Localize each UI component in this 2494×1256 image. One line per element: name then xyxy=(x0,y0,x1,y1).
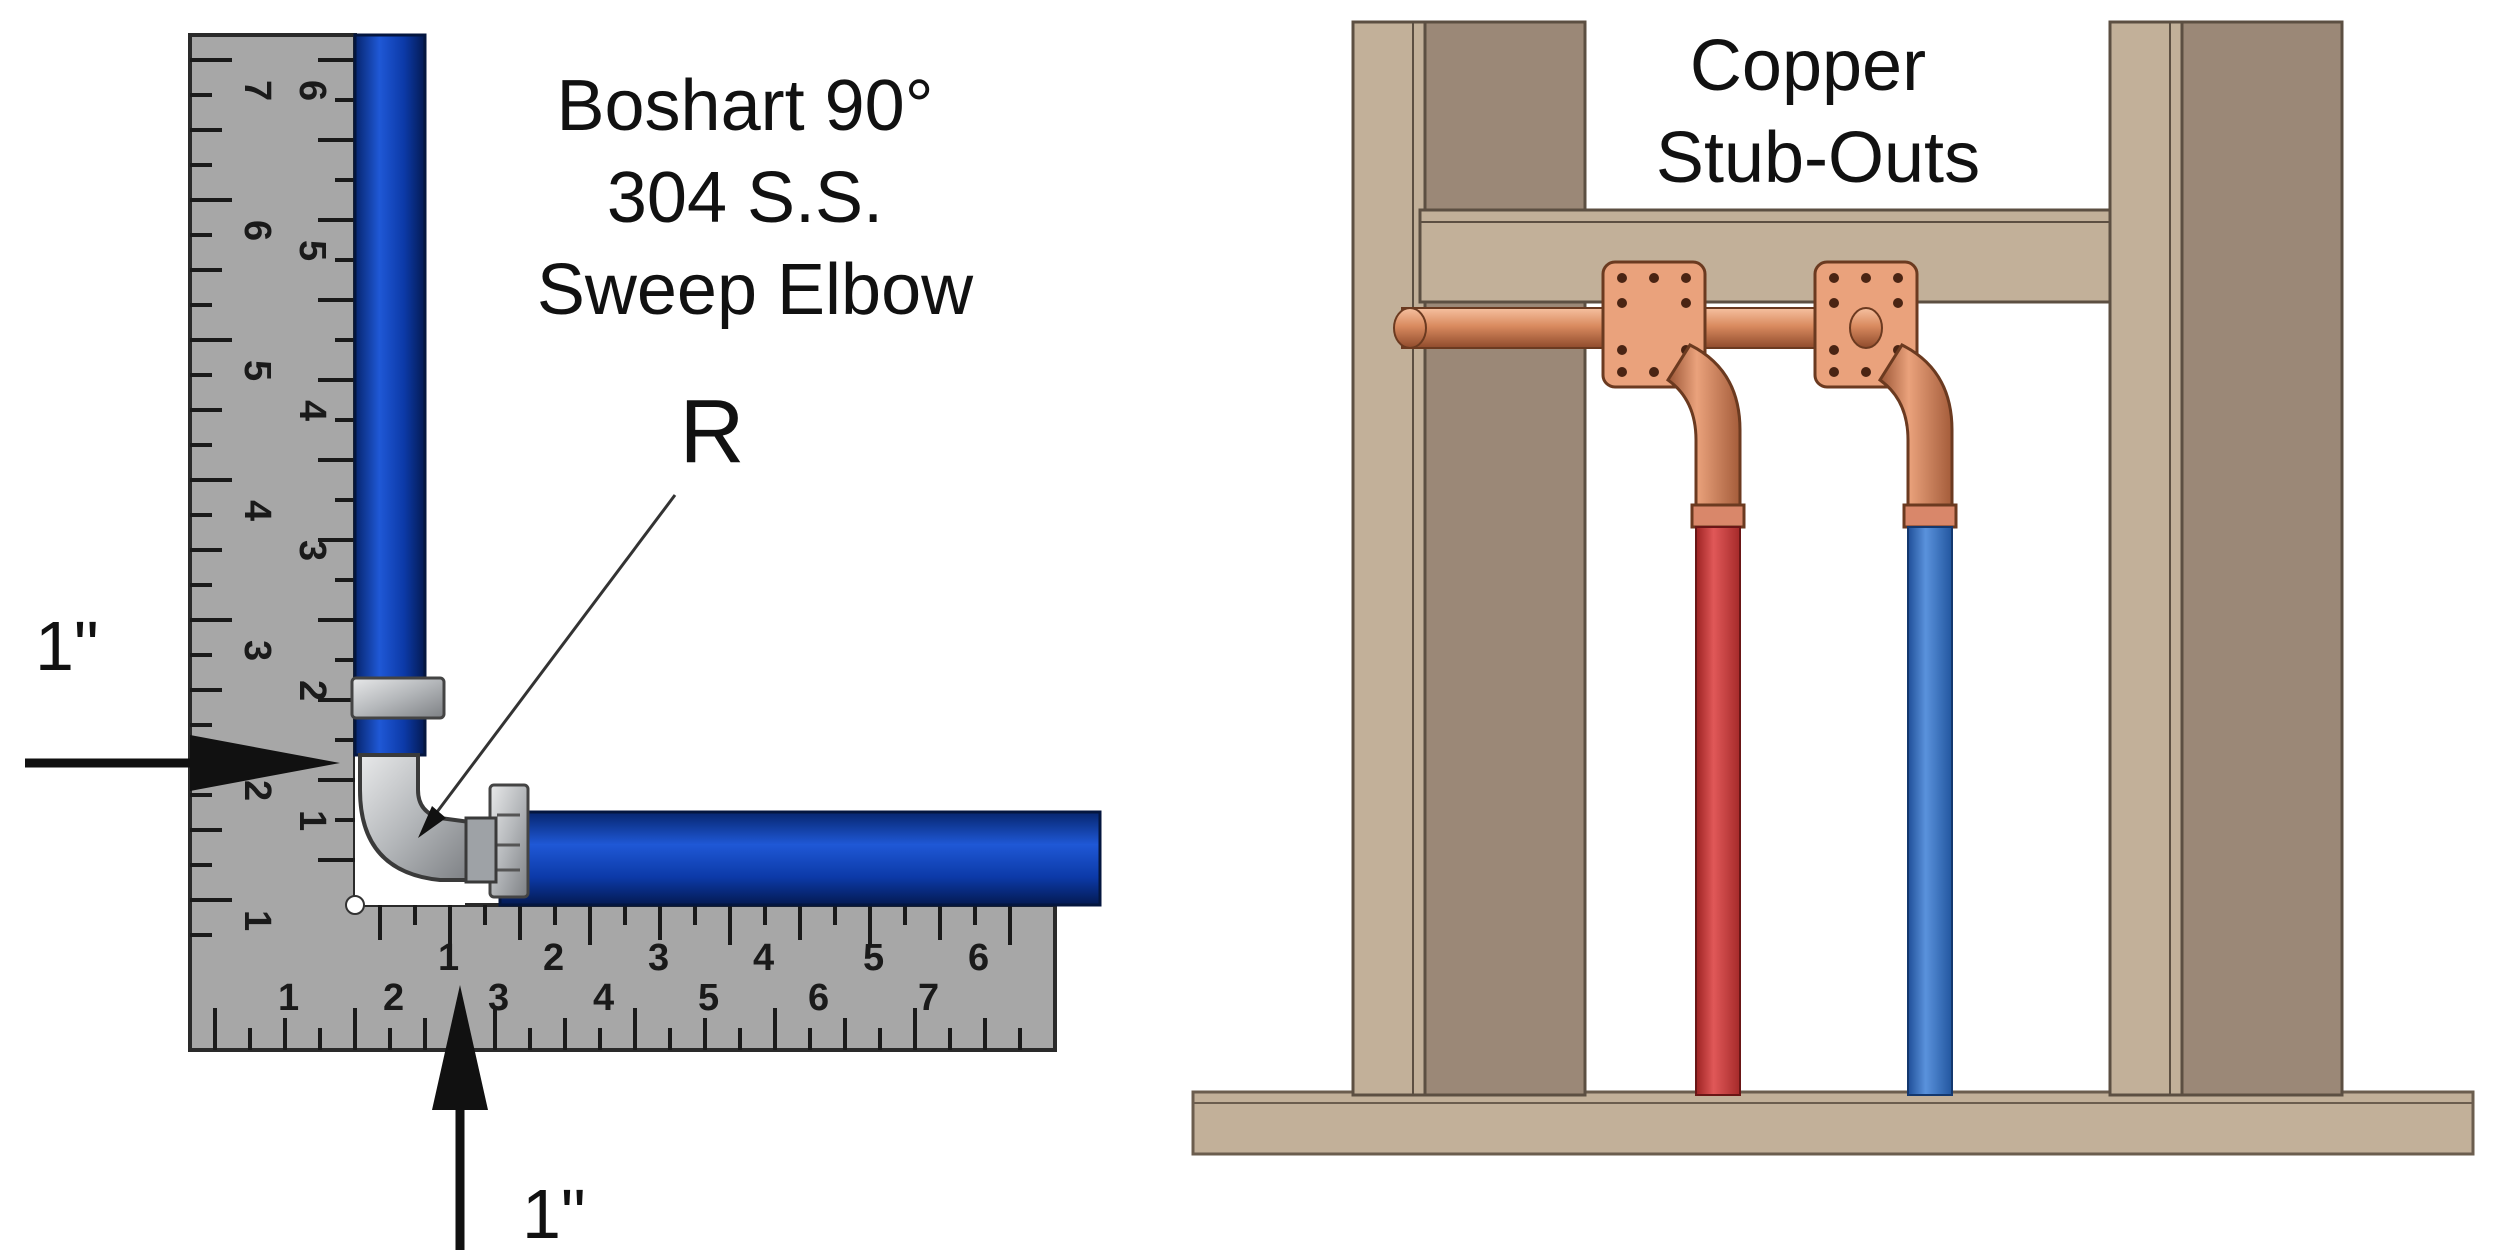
right-panel: Copper Stub-Outs xyxy=(1191,20,2475,1156)
pex-hot-line xyxy=(1695,526,1741,1096)
hruler-num: 4 xyxy=(753,937,774,979)
radius-leader-arrowhead xyxy=(418,806,446,838)
vruler-num: 6 xyxy=(236,220,278,241)
horizontal-ruler-numbers: 1 2 3 4 5 6 7 1 2 3 4 5 6 xyxy=(278,937,989,1019)
elbow-title-line-3: Sweep Elbow xyxy=(537,250,974,330)
stub-outs-title-line-2: Stub-Outs xyxy=(1656,118,1980,198)
hruler-num: 5 xyxy=(698,977,719,1019)
stud-right-side xyxy=(2180,20,2344,1097)
bottom-plate xyxy=(1191,1090,2475,1156)
square-corner-pivot xyxy=(345,895,365,915)
hruler-num: 3 xyxy=(648,937,669,979)
hruler-num: 6 xyxy=(968,937,989,979)
horizontal-ruler-ticks-top xyxy=(378,905,1012,945)
pex-cold-line xyxy=(1907,526,1953,1096)
stub-outs-title: Copper Stub-Outs xyxy=(1656,26,1980,198)
stud-left-face xyxy=(1351,20,1427,1097)
dimension-label-bottom: 1" xyxy=(522,1175,586,1253)
vruler-num: 4 xyxy=(236,500,278,521)
hruler-num: 1 xyxy=(438,937,459,979)
hruler-num: 2 xyxy=(543,937,564,979)
vertical-ruler-ticks-right xyxy=(318,58,355,862)
vruler-num: 5 xyxy=(236,360,278,381)
copper-coupling-cold xyxy=(1902,503,1958,529)
stud-right-face xyxy=(2108,20,2184,1097)
pex-pipe-horizontal xyxy=(498,810,1102,907)
elbow-title-line-1: Boshart 90° xyxy=(556,66,933,146)
elbow-title-line-2: 304 S.S. xyxy=(607,158,883,238)
vruler-num: 1 xyxy=(236,910,278,931)
vruler-num: 6 xyxy=(291,80,333,101)
hruler-num: 1 xyxy=(278,977,299,1019)
vruler-num: 2 xyxy=(236,780,278,801)
stub-out-elbow-cold xyxy=(1877,343,1954,512)
hruler-num: 6 xyxy=(808,977,829,1019)
vruler-num: 2 xyxy=(291,680,333,701)
dimension-arrow-bottom-head xyxy=(432,985,488,1110)
radius-leader-line xyxy=(423,494,677,829)
hruler-num: 2 xyxy=(383,977,404,1019)
radius-label: R xyxy=(680,382,745,482)
elbow-barb-horizontal xyxy=(464,816,498,884)
stud-left-side xyxy=(1423,20,1587,1097)
stub-out-elbow-hot xyxy=(1665,343,1742,512)
vruler-num: 4 xyxy=(291,400,333,421)
vruler-num: 5 xyxy=(291,240,333,261)
stub-out-hot xyxy=(1601,260,1746,1096)
dimension-arrow-left-head xyxy=(190,735,340,791)
left-panel: 7 6 5 4 3 2 1 6 5 4 3 2 1 xyxy=(25,33,1102,1253)
copper-stub-end-cap xyxy=(1393,307,1427,349)
stub-out-flange-hot xyxy=(1601,260,1707,389)
hruler-num: 5 xyxy=(863,937,884,979)
pex-pipe-vertical xyxy=(353,33,427,757)
vertical-ruler-numbers: 7 6 5 4 3 2 1 6 5 4 3 2 1 xyxy=(236,80,333,931)
stub-outs-title-line-1: Copper xyxy=(1690,26,1926,106)
vruler-num: 3 xyxy=(236,640,278,661)
copper-coupling-hot xyxy=(1690,503,1746,529)
blocking-board xyxy=(1418,208,2112,304)
stainless-sweep-elbow xyxy=(358,753,472,882)
hruler-num: 7 xyxy=(918,977,939,1019)
hruler-num: 3 xyxy=(488,977,509,1019)
vruler-num: 7 xyxy=(236,80,278,101)
hruler-num: 4 xyxy=(593,977,614,1019)
crimp-ring-vertical xyxy=(350,676,446,720)
elbow-title: Boshart 90° 304 S.S. Sweep Elbow xyxy=(537,66,974,330)
vruler-num: 3 xyxy=(291,540,333,561)
vruler-num: 1 xyxy=(291,810,333,831)
dimension-label-left: 1" xyxy=(35,607,99,685)
stub-out-cold xyxy=(1813,260,1958,1096)
horizontal-ruler-ticks-bottom xyxy=(213,1008,1022,1050)
